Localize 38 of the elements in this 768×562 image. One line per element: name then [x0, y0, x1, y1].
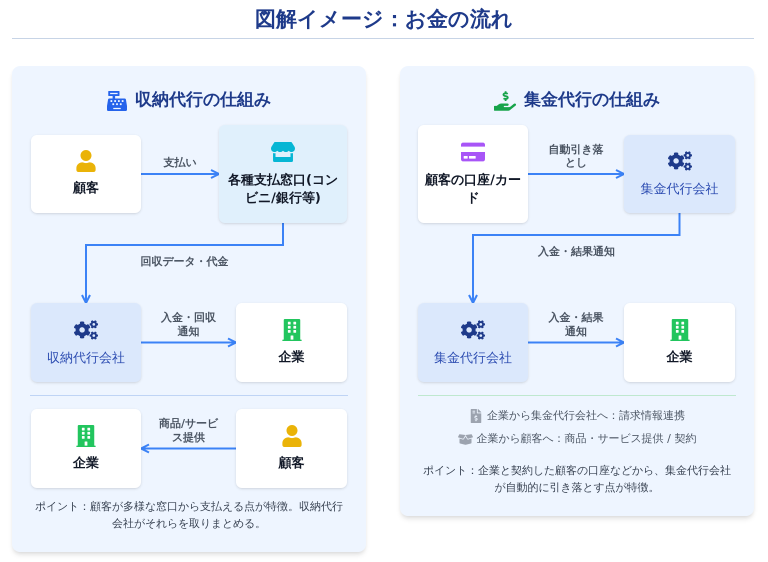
entity-box — [624, 303, 735, 382]
entity-box — [31, 409, 141, 488]
entity-box — [236, 303, 347, 382]
panel — [400, 66, 754, 516]
arrow — [140, 444, 236, 454]
panel — [12, 66, 366, 552]
node-label: 顧客 — [73, 180, 99, 198]
arrow — [528, 338, 625, 348]
entity-box — [219, 125, 347, 223]
arrow — [141, 338, 237, 348]
agency-box — [31, 303, 141, 382]
page-title: 図解イメージ：お金の流れ — [254, 6, 514, 33]
point-note: ポイント：企業と契約した顧客の口座などから、集金代行会社が自動的に引き落とす点が特徴。 — [422, 463, 732, 496]
edge-label: 支払い — [162, 156, 198, 170]
edge-label: 商品/サービス提供 — [156, 417, 220, 444]
arrow — [468, 213, 680, 304]
agency-box — [624, 135, 735, 213]
node-label: 企業 — [666, 348, 692, 366]
entity-box — [418, 125, 528, 223]
node-label: 各種支払窓口(コンビニ/銀行等) — [227, 172, 339, 208]
note-text: 企業から集金代行会社へ：請求情報連携 — [487, 408, 685, 424]
node-label: 集金代行会社 — [434, 350, 512, 368]
entity-box — [31, 135, 141, 213]
panel-heading: 集金代行の仕組み — [524, 89, 660, 112]
node-label: 集金代行会社 — [640, 181, 718, 199]
entity-box — [236, 409, 347, 488]
arrow — [81, 223, 284, 304]
point-note: ポイント：顧客が多様な窓口から支払える点が特徴。収納代行会社がそれらを取りまとめる。 — [34, 499, 344, 532]
panel-heading: 収納代行の仕組み — [135, 89, 271, 112]
arrow — [528, 169, 625, 179]
arrow — [141, 169, 220, 179]
node-label: 顧客 — [278, 454, 304, 472]
note-text: 企業から顧客へ：商品・サービス提供 / 契約 — [476, 431, 696, 447]
node-label: 企業 — [73, 454, 99, 472]
node-label: 収納代行会社 — [47, 350, 125, 368]
agency-box — [418, 303, 528, 382]
node-label: 顧客の口座/カード — [424, 172, 522, 208]
node-label: 企業 — [278, 348, 304, 366]
